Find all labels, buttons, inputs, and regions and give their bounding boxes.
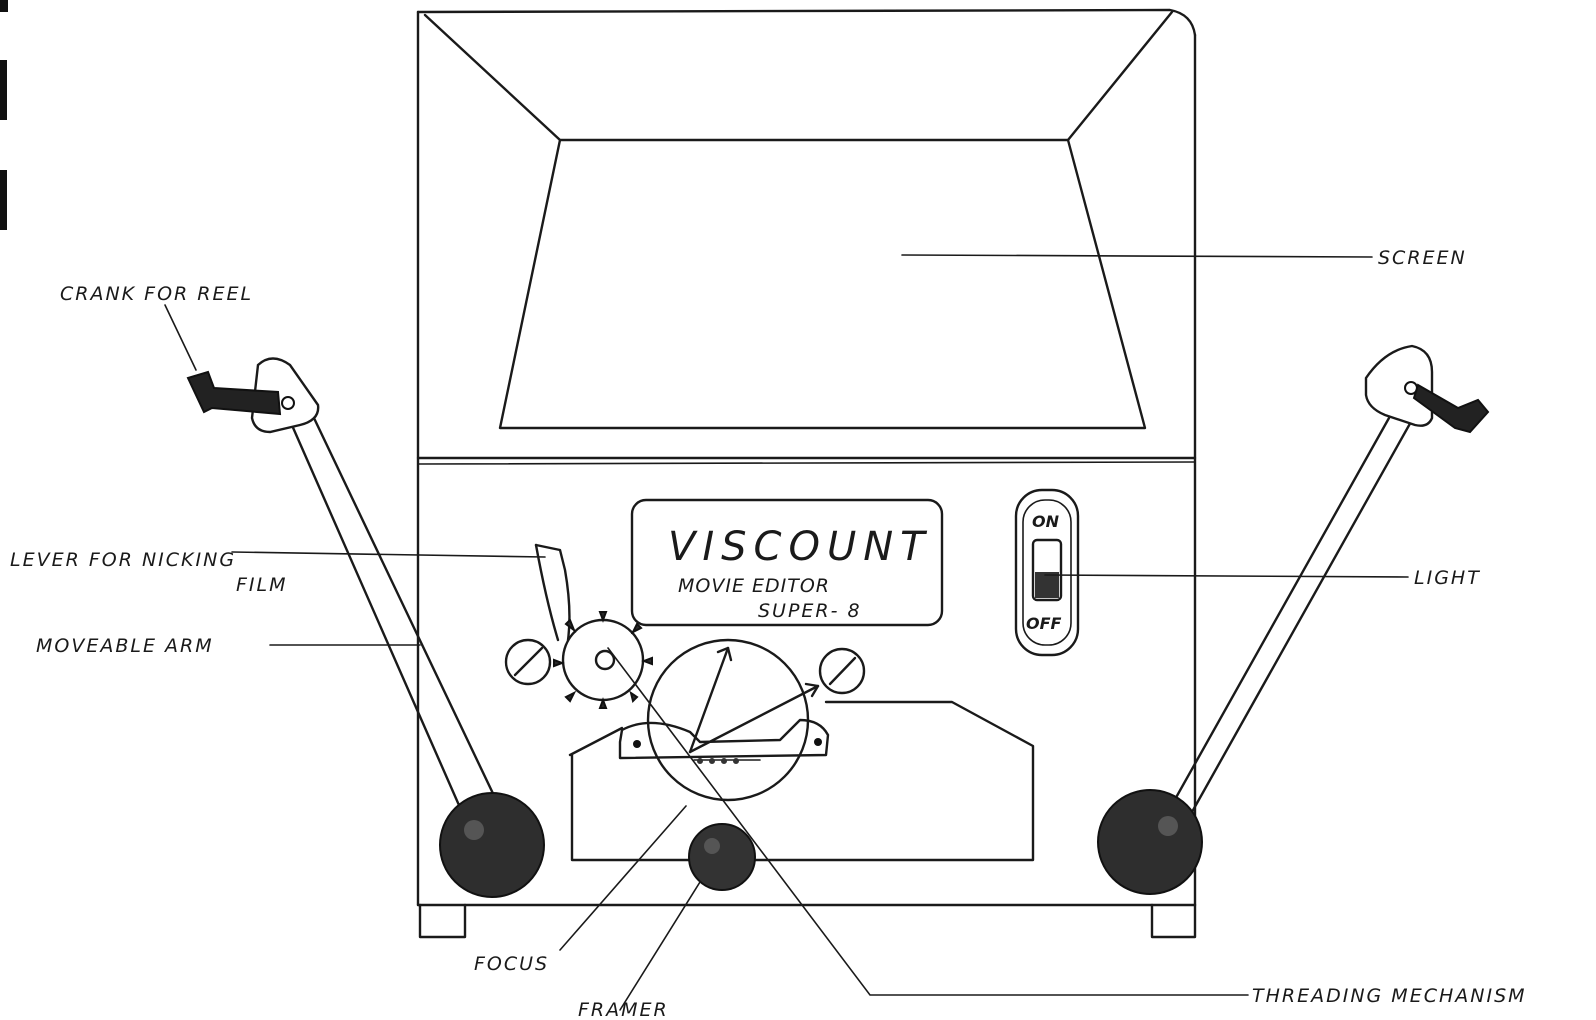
brand-line-1: MOVIE EDITOR bbox=[678, 575, 830, 597]
label-lever-line-1: LEVER FOR NICKING bbox=[10, 549, 236, 571]
screw-left bbox=[504, 638, 552, 686]
label-framer: FRAMER bbox=[578, 999, 669, 1020]
left-moveable-arm[interactable] bbox=[250, 357, 545, 898]
labels: SCREEN CRANK FOR REEL LEVER FOR NICKING … bbox=[10, 247, 1527, 1020]
switch-off-label: OFF bbox=[1026, 614, 1062, 633]
label-crank: CRANK FOR REEL bbox=[60, 283, 253, 305]
nicking-lever[interactable] bbox=[534, 543, 571, 642]
leader-lines bbox=[164, 254, 1409, 1011]
right-moveable-arm[interactable] bbox=[1097, 344, 1434, 895]
brand-line-2: SUPER- 8 bbox=[758, 600, 862, 622]
brand-plate: VISCOUNT MOVIE EDITOR SUPER- 8 bbox=[630, 498, 944, 627]
label-screen: SCREEN bbox=[1378, 247, 1467, 269]
light-switch[interactable]: ON OFF bbox=[1014, 488, 1080, 657]
brand-name: VISCOUNT bbox=[668, 524, 932, 570]
right-reel-crank[interactable] bbox=[1412, 383, 1490, 434]
label-light: LIGHT bbox=[1414, 567, 1481, 589]
cabinet bbox=[416, 8, 1197, 939]
label-arm: MOVEABLE ARM bbox=[36, 635, 214, 657]
label-focus: FOCUS bbox=[474, 953, 549, 975]
framer-knob[interactable] bbox=[688, 823, 756, 891]
label-lever-line-2: FILM bbox=[236, 574, 288, 596]
threading-dial[interactable] bbox=[618, 638, 830, 802]
switch-on-label: ON bbox=[1032, 512, 1060, 531]
scan-margin-marks bbox=[0, 0, 8, 230]
left-reel-crank[interactable] bbox=[186, 370, 282, 416]
screen bbox=[423, 10, 1174, 430]
film-gate-housing bbox=[568, 700, 1035, 862]
screw-right bbox=[818, 647, 866, 695]
sprocket-gear[interactable] bbox=[553, 611, 653, 709]
label-threading: THREADING MECHANISM bbox=[1252, 985, 1527, 1007]
